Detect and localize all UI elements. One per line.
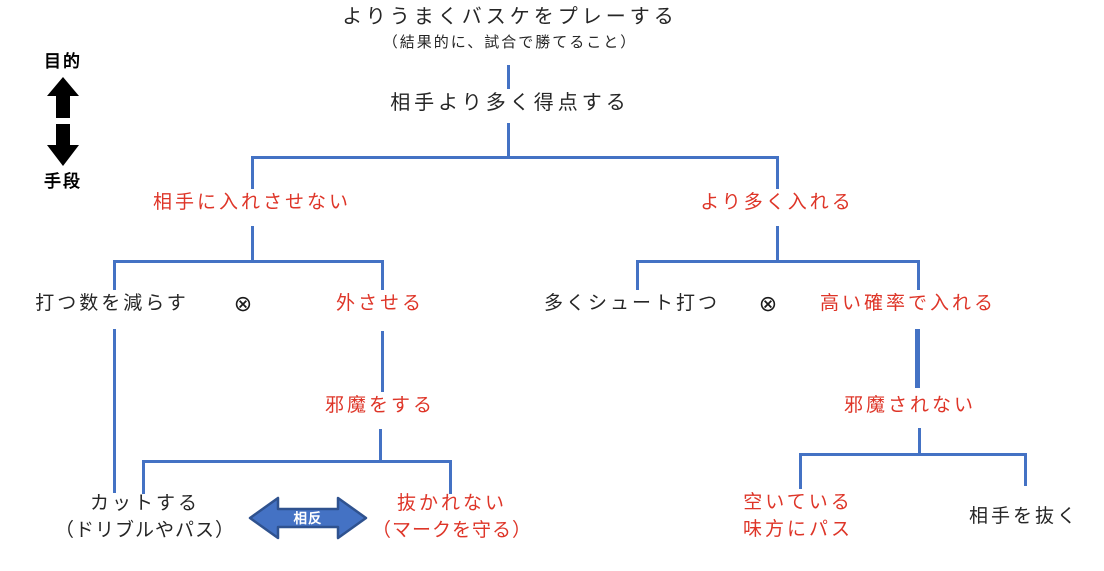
connector-left2-right-leg: [381, 260, 384, 290]
up-arrow-icon: [47, 77, 79, 118]
node-prevent-score: 相手に入れさせない: [152, 192, 351, 213]
node-interfere: 邪魔をする: [324, 395, 435, 416]
axis-label-means: 手段: [44, 172, 82, 191]
connector-miss-stem: [381, 331, 384, 392]
connector-right2-right-leg: [917, 260, 920, 290]
connector-interfere-stem: [379, 429, 382, 463]
double-headed-arrow-icon: [248, 496, 368, 540]
node-many-shots: 多くシュート打つ: [543, 293, 720, 314]
connector-top-right-leg: [776, 156, 779, 189]
connector-left3-horizontal: [142, 460, 452, 463]
connector-root-stem: [507, 65, 510, 89]
connector-often-stem: [776, 226, 779, 263]
connector-left3-left-leg: [142, 460, 145, 494]
connector-left2-left-leg: [113, 260, 116, 290]
node-keep-mark-line1: 抜かれない: [396, 493, 507, 514]
connector-right3-horizontal: [799, 453, 1027, 456]
connector-left2-horizontal: [113, 260, 384, 263]
node-beat-opponent: 相手を抜く: [968, 506, 1079, 527]
connector-right3-left-leg: [799, 453, 802, 489]
and-operator-left: ⊗: [233, 291, 253, 316]
connector-left3-right-leg: [449, 460, 452, 494]
node-cut-line1: カットする: [89, 493, 200, 514]
node-score-more: 相手より多く得点する: [390, 92, 630, 114]
connector-highprob-stem-thick: [915, 329, 920, 388]
connector-avoid-stem: [918, 428, 921, 456]
node-high-probability: 高い確率で入れる: [819, 293, 996, 314]
conflict-double-arrow: 相反: [248, 495, 368, 541]
connector-top-left-leg: [251, 156, 254, 189]
connector-right2-left-leg: [636, 260, 639, 290]
connector-top-horizontal: [251, 156, 779, 159]
down-arrow-icon: [47, 124, 79, 166]
node-keep-mark-line2: （マークを守る）: [371, 520, 532, 541]
node-cut-line2: （ドリブルやパス）: [54, 520, 235, 541]
root-goal-subtitle: （結果的に、試合で勝てること）: [382, 34, 638, 51]
node-make-miss: 外させる: [335, 293, 424, 314]
node-pass-open-line1: 空いている: [743, 492, 853, 513]
node-score-often: より多く入れる: [700, 192, 854, 213]
node-pass-open-line2: 味方にパス: [742, 519, 853, 540]
conflict-label: 相反: [293, 511, 323, 526]
connector-prevent-stem: [251, 226, 254, 263]
connector-score-stem: [507, 123, 510, 159]
connector-reduce-to-cut: [113, 329, 116, 493]
axis-label-purpose: 目的: [44, 52, 82, 71]
connector-right2-horizontal: [636, 260, 920, 263]
and-operator-right: ⊗: [758, 291, 778, 316]
root-goal-title: よりうまくバスケをプレーする: [342, 6, 678, 28]
node-reduce-shots: 打つ数を減らす: [35, 293, 189, 314]
connector-right3-right-leg: [1024, 453, 1027, 486]
node-avoid-interference: 邪魔されない: [843, 395, 976, 416]
